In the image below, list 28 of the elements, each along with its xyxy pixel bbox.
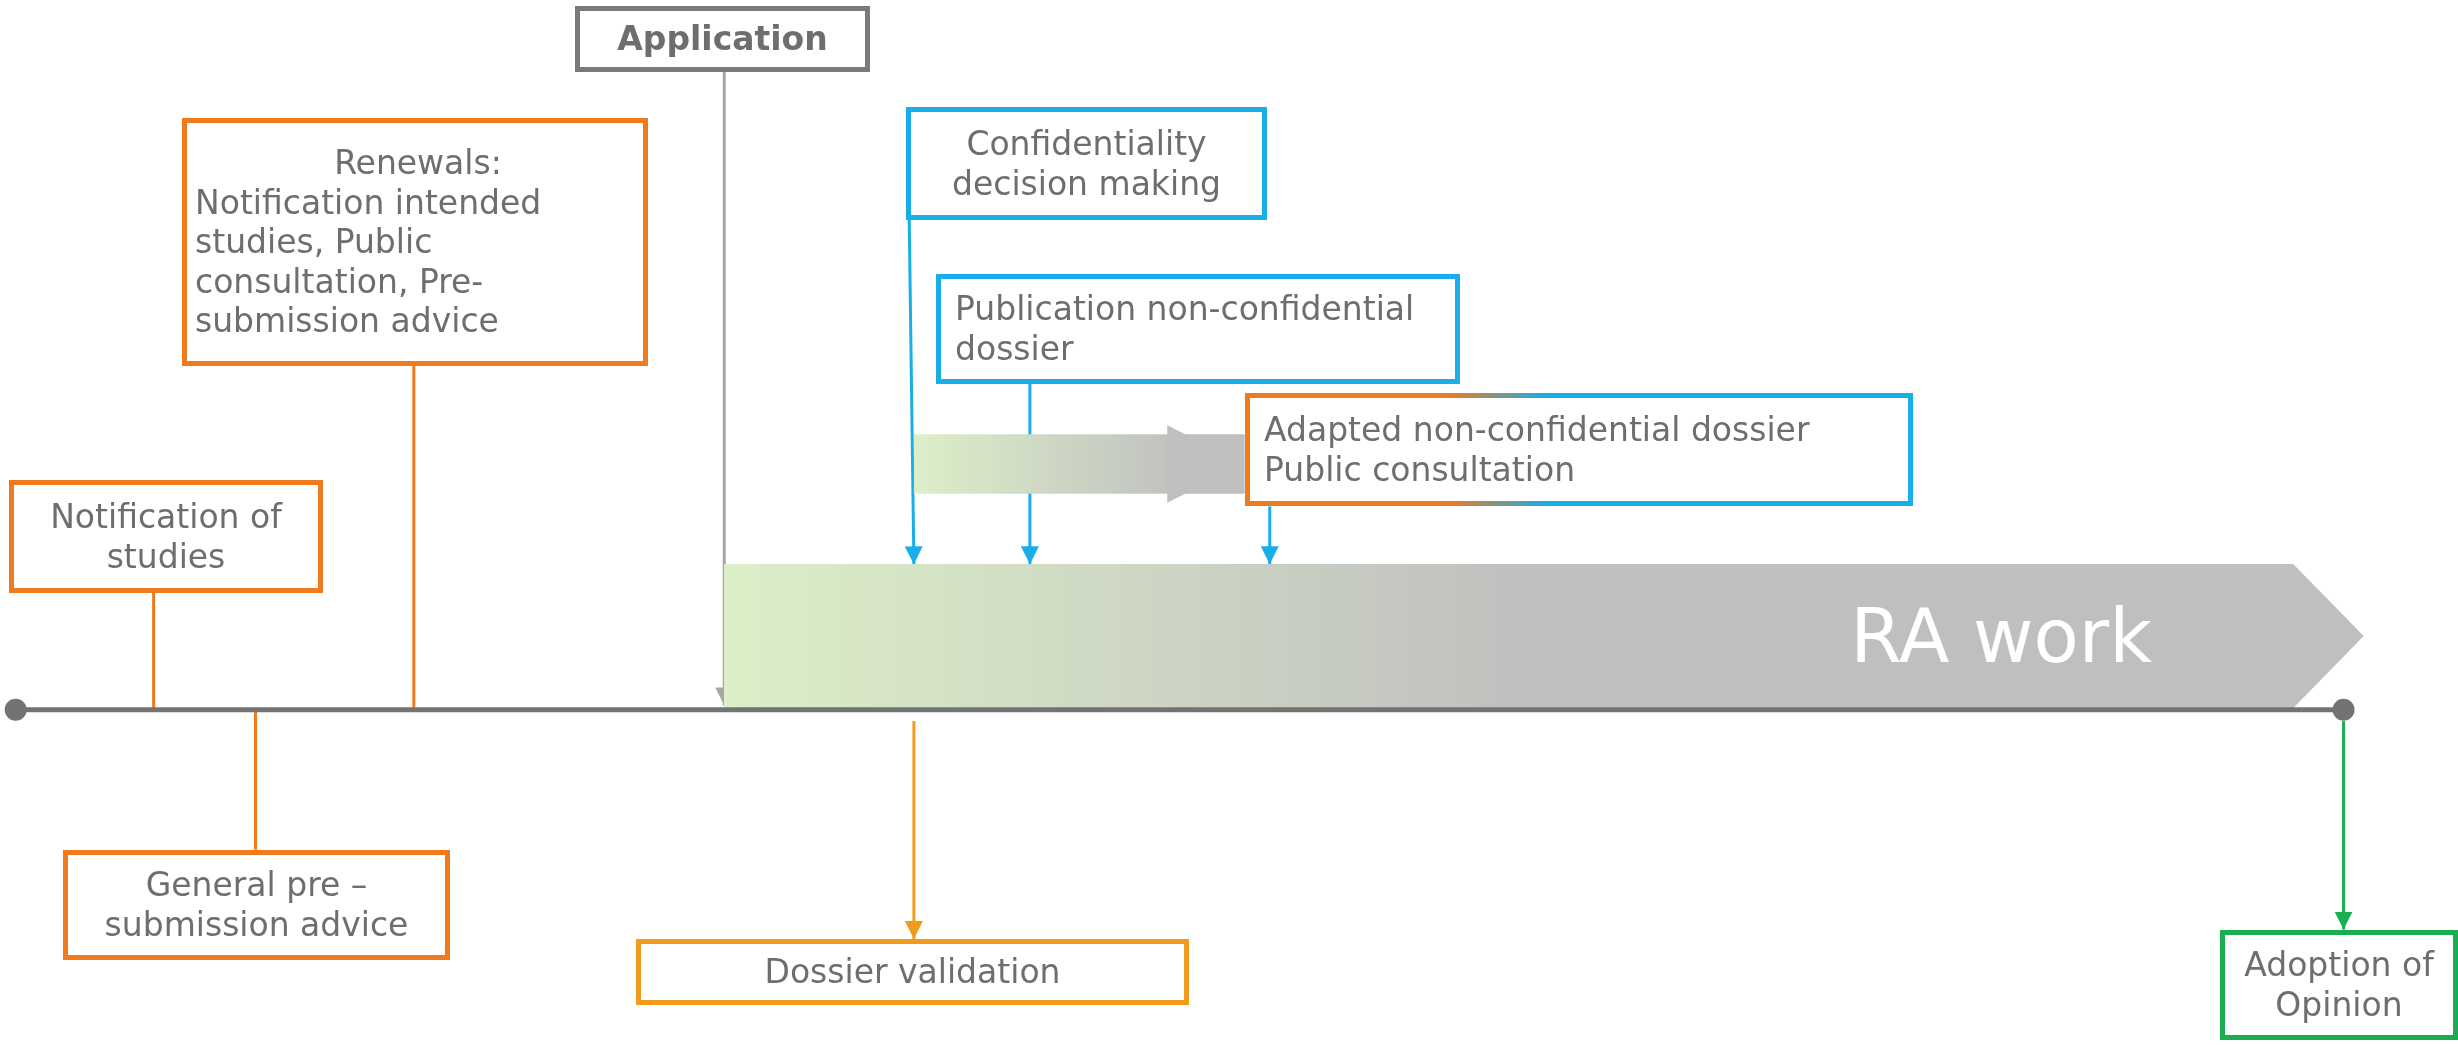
label-box (906, 107, 1267, 220)
connector-line (254, 710, 257, 850)
label-box (936, 274, 1460, 384)
box-text: Dossier validation (763, 952, 1062, 992)
box-text: Notification of studies (49, 496, 284, 577)
box-text: Confidentiality decision making (951, 123, 1222, 204)
block-arrow (913, 425, 1245, 503)
box-text: Publication non-confidential dossier (955, 289, 1416, 369)
bar-title: RA work (1850, 593, 2152, 679)
label-box (636, 939, 1189, 1005)
box-text: Adoption of Opinion (2243, 945, 2436, 1025)
box-text: Notification intended studies, Public consultation, Pre-submission advice (195, 182, 543, 341)
arrow (1260, 506, 1279, 565)
label-box (182, 118, 648, 366)
box-heading: Application (616, 19, 829, 59)
box-text: Renewals: (333, 143, 503, 183)
box-text: Public consultation (1264, 449, 1577, 490)
label-box (2220, 930, 2458, 1040)
label-box (1245, 393, 1913, 506)
label-box (575, 6, 870, 72)
label-box (63, 850, 450, 960)
arrow (2334, 721, 2353, 930)
work-band (724, 564, 2364, 708)
box-text: Adapted non-confidential dossier (1264, 409, 1811, 450)
arrow (904, 721, 923, 939)
label-box (9, 480, 323, 593)
arrow (904, 219, 923, 565)
box-text: General pre – submission advice (103, 865, 410, 945)
